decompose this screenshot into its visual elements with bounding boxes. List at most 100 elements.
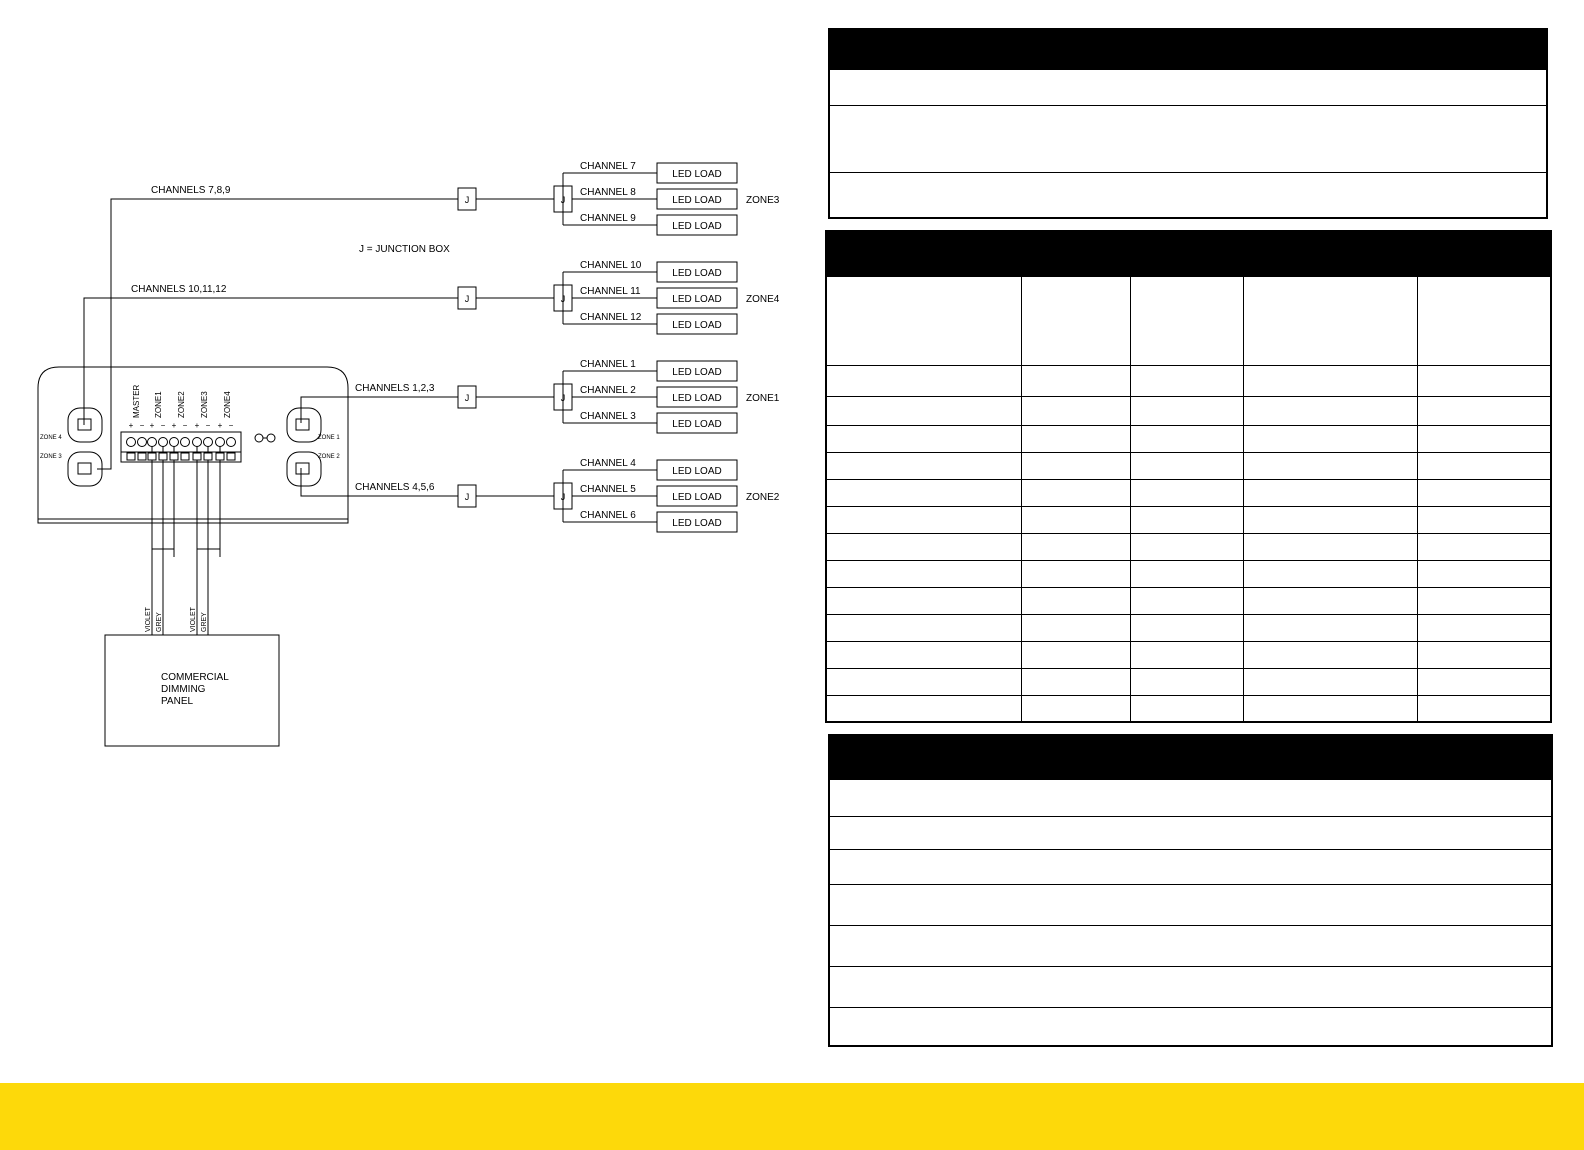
channel-label: CHANNEL 9 bbox=[580, 213, 636, 224]
channel-label: CHANNEL 7 bbox=[580, 161, 636, 172]
table-cell bbox=[1129, 395, 1244, 426]
led-load-box bbox=[656, 162, 738, 184]
dimming-panel-label: COMMERCIAL bbox=[161, 672, 229, 683]
junction-label: J bbox=[465, 195, 470, 205]
column-header bbox=[1020, 275, 1131, 366]
table-cell bbox=[1129, 640, 1244, 669]
led-load-label: LED LOAD bbox=[672, 294, 721, 305]
table-middle-header bbox=[825, 230, 1552, 277]
table-cell bbox=[1416, 505, 1552, 534]
wire-label: VIOLET bbox=[190, 606, 197, 632]
table-row bbox=[825, 667, 1552, 696]
table-row bbox=[828, 1006, 1553, 1047]
terminal-slot bbox=[192, 452, 202, 461]
polarity-mark: + bbox=[150, 421, 155, 430]
table-cell bbox=[825, 478, 1022, 507]
led-load-label: LED LOAD bbox=[672, 393, 721, 404]
column-header bbox=[1129, 275, 1244, 366]
terminal-screw bbox=[192, 437, 202, 447]
run-channels-4-5-6 bbox=[300, 468, 458, 497]
terminal-label: ZONE4 bbox=[223, 391, 232, 418]
table-cell bbox=[825, 559, 1022, 588]
port-zone3 bbox=[67, 451, 103, 487]
terminal-label: MASTER bbox=[132, 384, 141, 418]
table-cell bbox=[1416, 694, 1552, 723]
table-cell bbox=[1020, 395, 1131, 426]
channel-label: CHANNEL 12 bbox=[580, 312, 642, 323]
table-cell bbox=[1020, 532, 1131, 561]
table-row bbox=[825, 478, 1552, 507]
terminal-screw bbox=[158, 437, 168, 447]
column-header bbox=[1242, 275, 1418, 366]
table-row bbox=[825, 424, 1552, 453]
junction-label: J bbox=[465, 492, 470, 502]
table-row bbox=[825, 505, 1552, 534]
table-cell bbox=[1020, 451, 1131, 480]
run-channels-10-11-12 bbox=[83, 297, 458, 425]
table-top-header bbox=[828, 28, 1548, 70]
port-zone4 bbox=[67, 407, 103, 443]
bus-label: CHANNELS 10,11,12 bbox=[131, 284, 227, 295]
channel-label: CHANNEL 5 bbox=[580, 484, 636, 495]
table-row bbox=[825, 559, 1552, 588]
table-cell bbox=[1242, 694, 1418, 723]
led-load-label: LED LOAD bbox=[672, 169, 721, 180]
table-row bbox=[825, 640, 1552, 669]
table-cell bbox=[825, 364, 1022, 397]
table-row bbox=[825, 694, 1552, 723]
table-cell bbox=[825, 505, 1022, 534]
table-cell bbox=[1129, 451, 1244, 480]
table-cell bbox=[1242, 640, 1418, 669]
dimming-panel-box bbox=[104, 634, 280, 747]
table-row bbox=[828, 924, 1553, 967]
led-load-box bbox=[656, 485, 738, 507]
table-row bbox=[828, 883, 1553, 926]
table-cell bbox=[1129, 586, 1244, 615]
table-row bbox=[828, 815, 1553, 850]
controller-and-bus-wiring bbox=[37, 198, 458, 747]
polarity-mark: − bbox=[140, 421, 145, 430]
table-cell bbox=[1242, 424, 1418, 453]
wire-label: VIOLET bbox=[145, 606, 152, 632]
terminal-screw bbox=[215, 437, 225, 447]
table-cell bbox=[1129, 364, 1244, 397]
terminal-label: ZONE3 bbox=[200, 391, 209, 418]
table-bottom bbox=[828, 734, 1553, 1047]
polarity-mark: − bbox=[183, 421, 188, 430]
table-top bbox=[828, 28, 1548, 219]
zone-label: ZONE4 bbox=[746, 294, 780, 305]
wire-label: GREY bbox=[156, 612, 163, 632]
led-load-label: LED LOAD bbox=[672, 518, 721, 529]
table-row bbox=[825, 395, 1552, 426]
terminal-slot bbox=[169, 452, 179, 461]
port-zone1 bbox=[286, 407, 322, 443]
led-load-box bbox=[656, 360, 738, 382]
terminal-screw bbox=[226, 437, 236, 447]
bus-label: CHANNELS 4,5,6 bbox=[355, 482, 435, 493]
polarity-mark: − bbox=[161, 421, 166, 430]
zone-label: ZONE3 bbox=[746, 195, 780, 206]
table-cell bbox=[1416, 451, 1552, 480]
wire-label: GREY bbox=[201, 612, 208, 632]
table-cell bbox=[1242, 667, 1418, 696]
channel-label: CHANNEL 6 bbox=[580, 510, 636, 521]
table-bottom-header bbox=[828, 734, 1553, 780]
table-cell bbox=[1020, 559, 1131, 588]
table-row bbox=[825, 586, 1552, 615]
terminal-screw bbox=[147, 437, 157, 447]
table-cell bbox=[1416, 640, 1552, 669]
table-cell bbox=[1242, 478, 1418, 507]
polarity-mark: + bbox=[172, 421, 177, 430]
terminal-slot bbox=[180, 452, 190, 461]
led-load-label: LED LOAD bbox=[672, 492, 721, 503]
led-load-box bbox=[656, 412, 738, 434]
table-row bbox=[825, 451, 1552, 480]
table-cell bbox=[1129, 667, 1244, 696]
table-cell bbox=[1242, 613, 1418, 642]
table-cell bbox=[1416, 395, 1552, 426]
